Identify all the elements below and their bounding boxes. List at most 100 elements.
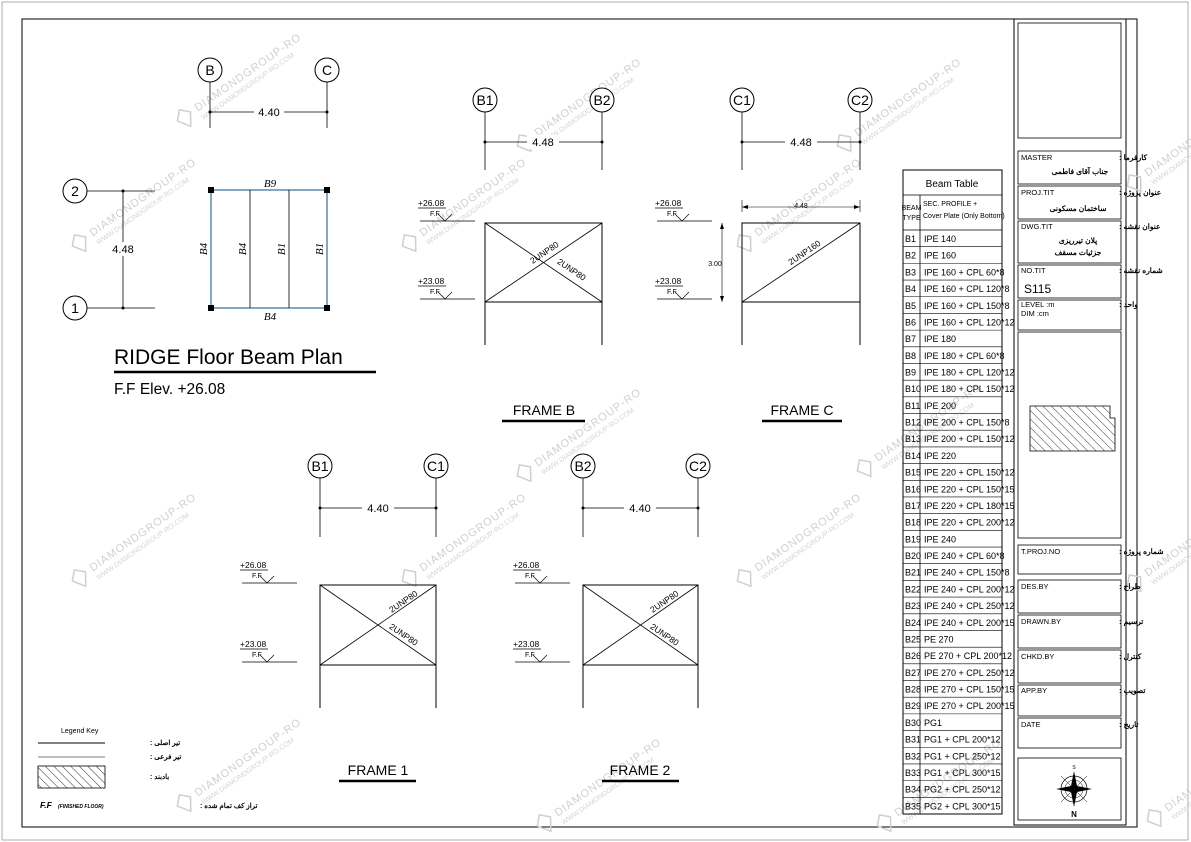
- frame-2-axis-left: B2: [574, 458, 591, 474]
- plan-dim-vertical: 4.48: [112, 244, 133, 256]
- watermark-line2: WWW.DIAMONDGROUP-RO.COM: [201, 737, 296, 807]
- watermark-line2: WWW.DIAMONDGROUP-RO.COM: [96, 512, 191, 582]
- watermark-line2: WWW.DIAMONDGROUP-RO.COM: [426, 512, 521, 582]
- diamond-logo-icon: [1146, 809, 1162, 828]
- tb-no-en: NO.TIT: [1021, 266, 1046, 275]
- legend-ff-full: (FINISHED FLOOR): [58, 804, 104, 810]
- beam-table: Beam Table BEAM TYPE SEC. PROFILE + Cove…: [902, 169, 1014, 815]
- watermark-line1: DIAMONDGROUP-RO: [88, 491, 199, 574]
- plan-title: RIDGE Floor Beam Plan: [114, 346, 343, 369]
- frame-b-elev-bot: +23.08: [418, 276, 445, 286]
- beam-table-row-profile: PE 270: [924, 634, 954, 644]
- tb-chkd-fa: کنترل :: [1119, 652, 1142, 662]
- diamond-logo-icon: [176, 109, 192, 128]
- beam-table-row-profile: IPE 240: [924, 534, 956, 544]
- tb-dwg-en: DWG.TIT: [1021, 222, 1053, 231]
- frame-2-ff-bot: F.F: [525, 652, 535, 659]
- watermark-line2: WWW.DIAMONDGROUP-RO.COM: [761, 512, 856, 582]
- legend-ff-fa: تراز کف تمام شده :: [200, 802, 258, 810]
- beam-table-row-type: B27: [905, 668, 921, 678]
- frame-c-span: 4.48: [790, 137, 811, 149]
- beam-table-row-type: B16: [905, 484, 921, 494]
- watermark-line1: DIAMONDGROUP-RO: [533, 56, 644, 139]
- watermark-line2: WWW.DIAMONDGROUP-RO.COM: [761, 177, 856, 247]
- diamond-logo-icon: [876, 814, 892, 833]
- beam-table-row-profile: IPE 240 + CPL 150*8: [924, 568, 1009, 578]
- beam-table-row-profile: IPE 160 + CPL 60*8: [924, 267, 1004, 277]
- frame-1: B1 C1 4.40 2UNP80 2UNP80 +26.08 F.F +23.…: [240, 453, 449, 783]
- plan-elevation: F.F Elev. +26.08: [114, 381, 225, 398]
- beam-table-row-type: B11: [905, 401, 920, 411]
- beam-table-row-profile: IPE 220 + CPL 150*15: [924, 484, 1014, 494]
- beam-table-row-type: B19: [905, 534, 921, 544]
- frame-1-elev-top: +26.08: [240, 560, 267, 570]
- frame-1-axis-left: B1: [311, 458, 328, 474]
- beam-table-title: Beam Table: [926, 179, 979, 190]
- beam-table-row-profile: IPE 220 + CPL 180*15: [924, 501, 1014, 511]
- beam-table-row-profile: IPE 160 + CPL 120*12: [924, 317, 1014, 327]
- frame-c-inner-span: 4.48: [794, 203, 808, 210]
- beam-table-row-type: B14: [905, 451, 921, 461]
- tb-app-en: APP.BY: [1021, 686, 1047, 695]
- tb-proj-fa: عنوان پروژه :: [1119, 188, 1162, 198]
- axis-label-b: B: [205, 62, 214, 78]
- beam-table-row-type: B2: [905, 251, 916, 261]
- beam-table-row-profile: IPE 180 + CPL 120*12: [924, 367, 1014, 377]
- frame-b: B1 B2 4.48 2UNP80 2UNP80 +26.08 F.F +23.…: [418, 87, 615, 423]
- frame-c-brace: 2UNP160: [786, 238, 822, 267]
- beam-label-left: B4: [198, 242, 210, 255]
- watermark-line1: DIAMONDGROUP-RO: [753, 156, 864, 239]
- axis-label-1: 1: [71, 300, 79, 316]
- beam-table-row-profile: PG1 + CPL 300*15: [924, 768, 1000, 778]
- beam-table-row-profile: PG1: [924, 718, 942, 728]
- frame-1-title: FRAME 1: [348, 762, 409, 778]
- beam-table-row-type: B18: [905, 518, 921, 528]
- diamond-logo-icon: [736, 234, 752, 253]
- diamond-logo-icon: [736, 569, 752, 588]
- beam-table-row-type: B34: [905, 785, 921, 795]
- frame-c-title: FRAME C: [771, 402, 834, 418]
- frame-b-axis-left: B1: [476, 92, 493, 108]
- frame-1-brace-1: 2UNP80: [387, 588, 419, 614]
- beam-table-row-type: B15: [905, 468, 921, 478]
- frame-c-ff-bot: F.F: [667, 289, 677, 296]
- beam-table-row-profile: IPE 270 + CPL 200*15: [924, 701, 1014, 711]
- tb-proj-en: PROJ.TIT: [1021, 188, 1055, 197]
- tb-app-fa: تصویب :: [1119, 686, 1146, 696]
- tb-date-fa: تاریخ :: [1119, 720, 1139, 730]
- tb-level-en: LEVEL :m: [1021, 300, 1055, 309]
- diamond-logo-icon: [516, 464, 532, 483]
- frame-2-axis-right: C2: [689, 458, 707, 474]
- diamond-logo-icon: [71, 234, 87, 253]
- beam-table-row-type: B10: [905, 384, 921, 394]
- beam-table-row-profile: IPE 270 + CPL 250*12: [924, 668, 1014, 678]
- beam-table-row-profile: IPE 160: [924, 251, 956, 261]
- frame-b-ff-top: F.F: [430, 211, 440, 218]
- beam-table-row-type: B1: [905, 234, 916, 244]
- north-label: N: [1071, 810, 1077, 819]
- frame-c-elev-bot: +23.08: [655, 276, 682, 286]
- frame-b-brace-2: 2UNP80: [556, 256, 588, 282]
- beam-table-row-profile: PE 270 + CPL 200*12: [924, 651, 1012, 661]
- frame-2: B2 C2 4.40 2UNP80 2UNP80 +26.08 F.F +23.…: [513, 453, 711, 783]
- beam-table-col1-line1: BEAM: [902, 205, 922, 212]
- diamond-logo-icon: [836, 134, 852, 153]
- frame-2-ff-top: F.F: [525, 573, 535, 580]
- legend-bracing: بادبند :: [150, 773, 169, 781]
- logo-box: [1017, 22, 1122, 139]
- inner-border: [21, 18, 1138, 828]
- tb-chkd-en: CHKD.BY: [1021, 652, 1054, 661]
- beam-table-row-type: B32: [905, 751, 921, 761]
- beam-table-row-type: B35: [905, 801, 921, 811]
- frame-1-elev-bot: +23.08: [240, 639, 267, 649]
- frame-1-ff-top: F.F: [252, 573, 262, 580]
- frame-2-span: 4.40: [629, 503, 650, 515]
- beam-table-row-profile: PG1 + CPL 200*12: [924, 735, 1000, 745]
- north-arrow-icon: [1056, 771, 1092, 807]
- frame-b-elev-top: +26.08: [418, 198, 445, 208]
